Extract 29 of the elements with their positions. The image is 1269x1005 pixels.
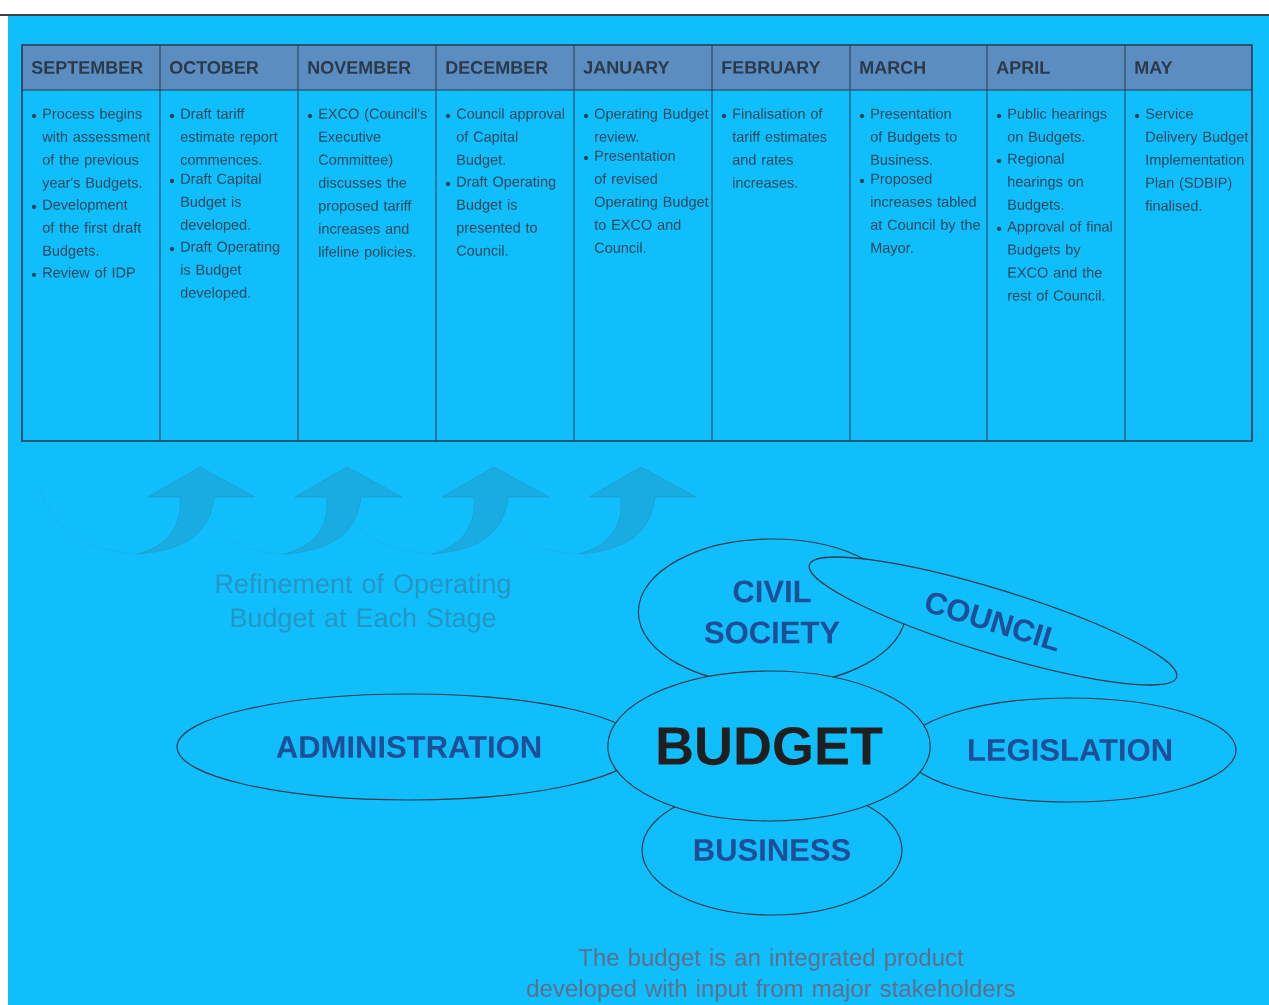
cell-text: Draft Operating is Budget developed. bbox=[180, 241, 280, 301]
cell-text: Finalisation of tariff estimates and rates increases. bbox=[732, 108, 827, 188]
month-header: APRIL bbox=[996, 61, 1050, 74]
note-text: Refinement of Operating Budget at Each Stage bbox=[216, 573, 510, 633]
cell-text: Draft Capital Budget is developed. bbox=[180, 173, 261, 233]
cell-text: Proposed increases tabled at Council by the Mayor. bbox=[870, 173, 980, 256]
cell-text: Regional hearings on Budgets. bbox=[1008, 153, 1083, 213]
month-header: MAY bbox=[1135, 61, 1173, 74]
cell-text: Council approval of Capital Budget. bbox=[456, 108, 564, 168]
cell-text: Draft tariff estimate report commences. bbox=[180, 108, 278, 165]
cell-text: Approval of final Budgets by EXCO and the rest of Council. bbox=[1007, 221, 1112, 301]
cell-text: EXCO (Council's Executive Committee) discusses the proposed tariff increases and lifeline policies. bbox=[318, 108, 427, 260]
cell-text: Process begins with assessment of the previous year's Budgets. bbox=[42, 108, 151, 191]
caption: The budget is an integrated product developed with input from major stakeholders bbox=[527, 948, 1015, 1002]
cell-text: Development of the first draft Budgets. bbox=[42, 199, 142, 259]
month-header: DECEMBER bbox=[446, 61, 548, 74]
cell-text: Public hearings on Budgets. bbox=[1007, 108, 1107, 145]
cell-text: Draft Operating Budget is presented to Council. bbox=[456, 176, 556, 256]
month-header: NOVEMBER bbox=[308, 61, 411, 74]
month-header: JANUARY bbox=[583, 61, 670, 74]
cell-text: Presentation of revised Operating Budget to EXCO and Council. bbox=[594, 150, 709, 253]
month-header: OCTOBER bbox=[169, 61, 259, 74]
month-header: FEBRUARY bbox=[722, 61, 821, 74]
cell-text: Operating Budget review. bbox=[594, 108, 709, 142]
month-header: SEPTEMBER bbox=[31, 61, 143, 74]
cell-text: Presentation of Budgets to Business. bbox=[870, 108, 957, 165]
cell-text: Review of IDP bbox=[43, 267, 135, 278]
cell-text: Service Delivery Budget Implementation Plan (SDBIP) finalised. bbox=[1145, 108, 1249, 211]
month-header: MARCH bbox=[860, 61, 925, 74]
